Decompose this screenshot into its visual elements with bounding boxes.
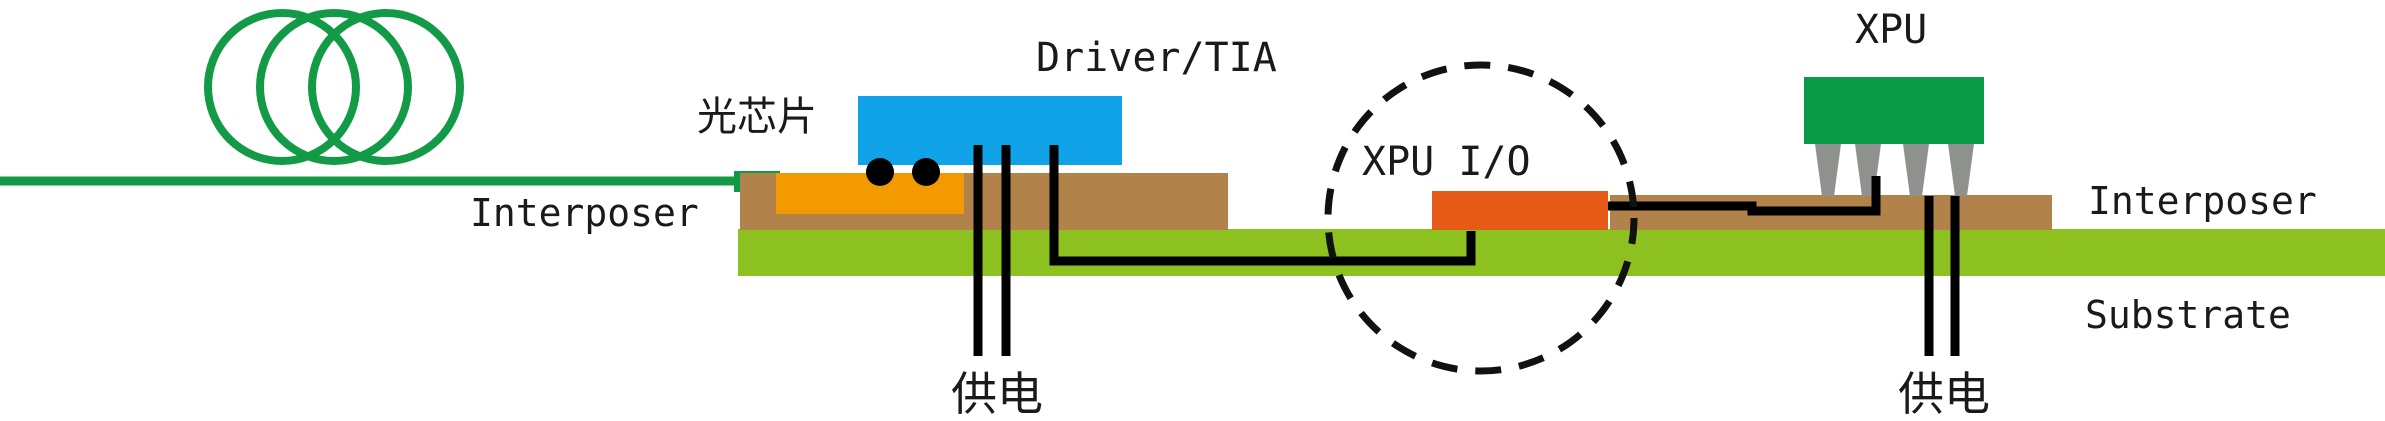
optical-chip-label: 光芯片	[697, 94, 817, 140]
xpu-die	[1804, 77, 1984, 144]
solder-ball-1	[866, 158, 894, 186]
xpu-label: XPU	[1855, 7, 1927, 53]
substrate	[738, 229, 2385, 276]
wires	[973, 145, 1960, 356]
fiber-loop-1	[204, 9, 360, 165]
interposer-right-label: Interposer	[2088, 179, 2317, 223]
interposer-left-label: Interposer	[470, 191, 699, 235]
xpu-bumps	[1815, 144, 1974, 196]
xpu-bump-3	[1903, 144, 1929, 196]
xpu-io-label: XPU I/O	[1362, 139, 1531, 185]
fiber-coil	[204, 9, 464, 165]
power-right-label: 供电	[1898, 367, 1990, 421]
xpu-io-highlight-circle	[1324, 61, 1638, 375]
solder-ball-2	[912, 158, 940, 186]
xpu-bump-4	[1948, 144, 1974, 196]
driver-tia-die	[858, 96, 1122, 165]
xpu-io-die	[1432, 191, 1608, 230]
fiber-loop-2	[256, 9, 412, 165]
driver-tia-label: Driver/TIA	[1036, 35, 1277, 81]
substrate-label: Substrate	[2085, 293, 2291, 337]
xpu-bump-1	[1815, 144, 1841, 196]
driver-to-xpu-io-trace	[1049, 145, 1476, 266]
xpu-io-to-xpu-trace	[1608, 176, 1881, 216]
fiber-loop-3	[308, 9, 464, 165]
power-left-label: 供电	[951, 367, 1043, 421]
